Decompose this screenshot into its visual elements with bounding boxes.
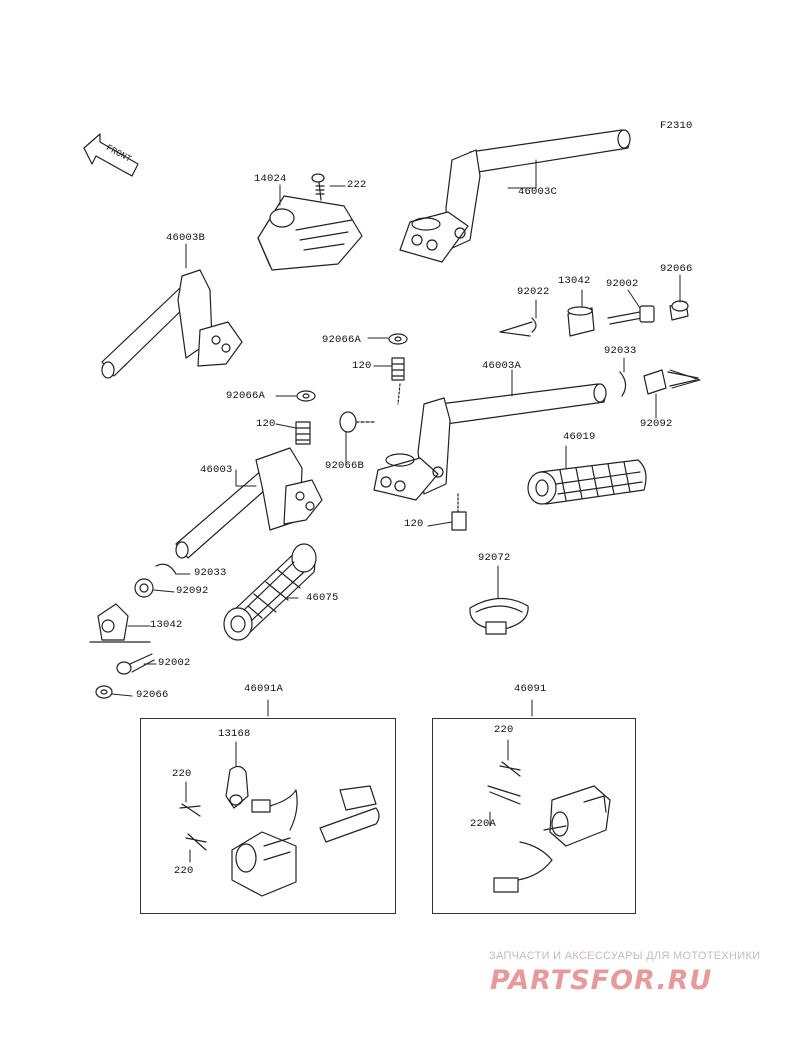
cover-14024 bbox=[257, 195, 363, 271]
label-120-mid: 120 bbox=[352, 360, 372, 372]
leader-lines bbox=[111, 159, 681, 863]
label-92092-left: 92092 bbox=[176, 585, 209, 597]
front-arrow-icon: FRONT bbox=[83, 133, 139, 177]
label-220-b: 220 bbox=[174, 865, 194, 877]
label-13042-top: 13042 bbox=[558, 275, 591, 287]
screw-222 bbox=[311, 173, 325, 201]
label-220-a: 220 bbox=[172, 768, 192, 780]
label-92066a-mid: 92066A bbox=[322, 334, 362, 346]
cap-92066b bbox=[339, 411, 375, 433]
label-92066-left: 92066 bbox=[136, 689, 169, 701]
end-weight-right bbox=[619, 369, 699, 397]
label-92002-top: 92002 bbox=[606, 278, 639, 290]
label-46003: 46003 bbox=[200, 464, 233, 476]
label-13042-left: 13042 bbox=[150, 619, 183, 631]
direction-arrows bbox=[669, 369, 701, 389]
label-92066b: 92066B bbox=[325, 460, 365, 472]
label-46003b: 46003B bbox=[166, 232, 206, 244]
handlebar-46003 bbox=[175, 447, 323, 559]
bolt-120-bottom bbox=[451, 493, 467, 531]
label-92092-right: 92092 bbox=[640, 418, 673, 430]
label-120-bottom: 120 bbox=[404, 518, 424, 530]
switch-assembly-46091a bbox=[179, 765, 380, 897]
label-220-c: 220 bbox=[494, 724, 514, 736]
grip-46075 bbox=[223, 543, 317, 641]
washer-bolt-left bbox=[295, 390, 316, 445]
label-46091: 46091 bbox=[514, 683, 547, 695]
figure-code: F2310 bbox=[660, 120, 693, 132]
label-14024: 14024 bbox=[254, 173, 287, 185]
label-92072: 92072 bbox=[478, 552, 511, 564]
washer-bolt-mid bbox=[388, 333, 408, 405]
band-92072 bbox=[469, 597, 529, 635]
label-222: 222 bbox=[347, 179, 367, 191]
grip-46019 bbox=[527, 459, 647, 505]
handlebar-46003c bbox=[399, 129, 631, 263]
label-92033-right: 92033 bbox=[604, 345, 637, 357]
label-92066-top: 92066 bbox=[660, 263, 693, 275]
end-weight-assembly-left bbox=[89, 563, 177, 699]
switch-assembly-46091 bbox=[487, 761, 611, 893]
label-92002-left: 92002 bbox=[158, 657, 191, 669]
assembly-box-46091 bbox=[432, 718, 636, 914]
label-92022: 92022 bbox=[517, 286, 550, 298]
label-46003a: 46003A bbox=[482, 360, 522, 372]
label-92033-left: 92033 bbox=[194, 567, 227, 579]
end-weight-assembly-top bbox=[499, 300, 689, 337]
label-13168: 13168 bbox=[218, 728, 251, 740]
label-46075: 46075 bbox=[306, 592, 339, 604]
handlebar-46003a bbox=[373, 383, 607, 501]
label-46019: 46019 bbox=[563, 431, 596, 443]
label-120-left: 120 bbox=[256, 418, 276, 430]
label-46003c: 46003C bbox=[518, 186, 558, 198]
label-220a: 220A bbox=[470, 818, 497, 830]
handlebar-46003b bbox=[101, 269, 243, 379]
watermark-subtitle: ЗАПЧАСТИ И АКСЕССУАРЫ ДЛЯ МОТОТЕХНИКИ bbox=[489, 950, 761, 962]
label-92066a-left: 92066A bbox=[226, 390, 266, 402]
watermark-logo: PARTSFOR.RU bbox=[490, 965, 713, 996]
label-46091a: 46091A bbox=[244, 683, 284, 695]
assembly-box-46091a bbox=[140, 718, 396, 914]
